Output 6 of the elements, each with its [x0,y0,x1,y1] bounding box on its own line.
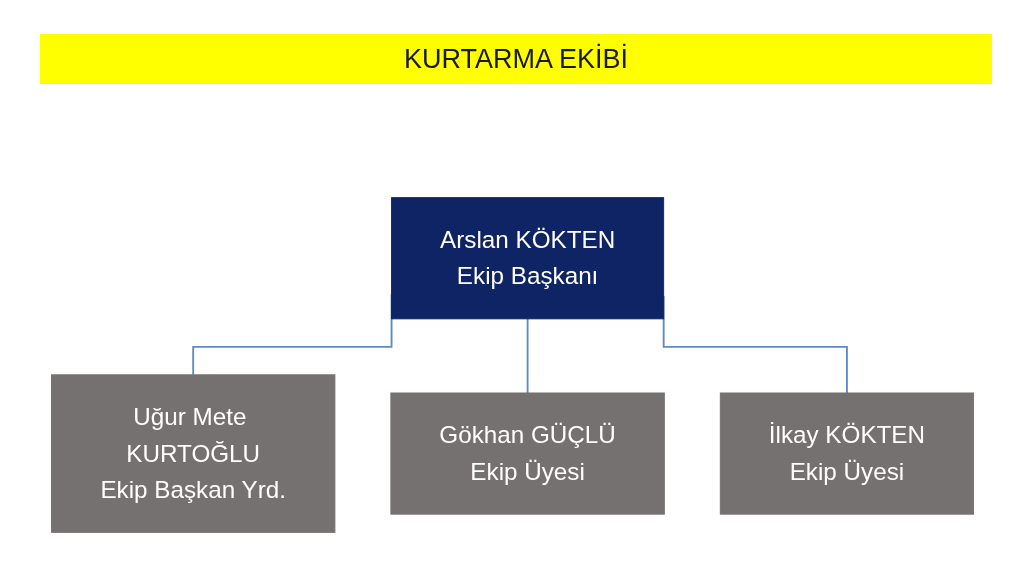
node-box: Arslan KÖKTEN Ekip Başkanı [390,197,664,320]
node-box: Uğur Mete KURTOĞLU Ekip Başkan Yrd. [50,374,335,533]
connector [526,317,529,394]
node-box: İlkay KÖKTEN Ekip Üyesi [719,392,974,515]
node-box: Gökhan GÜÇLÜ Ekip Üyesi [389,392,665,515]
title-banner: KURTARMA EKİBİ [40,34,992,84]
